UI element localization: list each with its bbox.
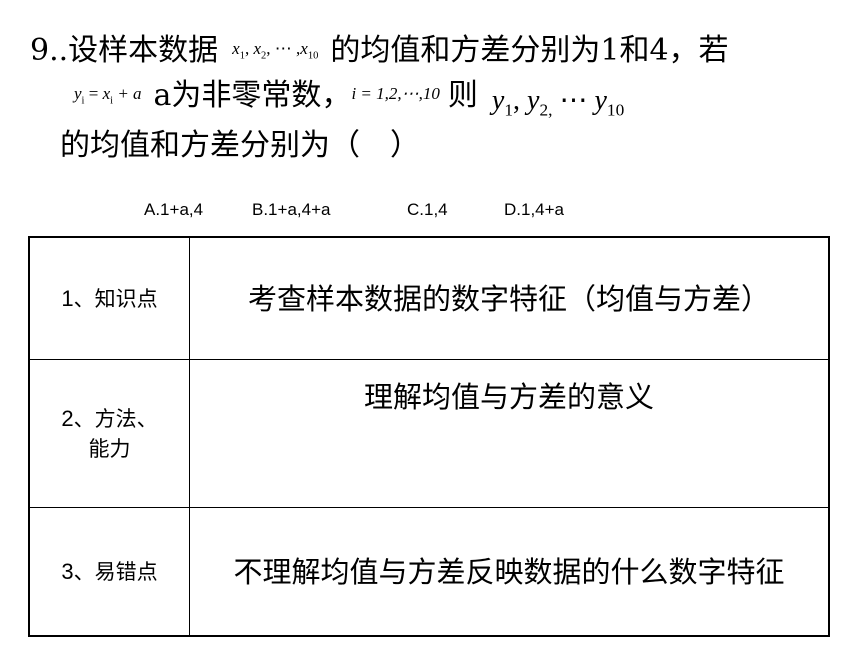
row-label-method: 2、方法、能力 — [28, 359, 190, 508]
table-row: 2、方法、能力 理解均值与方差的意义 — [28, 359, 830, 508]
row-label-pitfall: 3、易错点 — [28, 507, 190, 637]
table-row: 3、易错点 不理解均值与方差反映数据的什么数字特征 — [28, 507, 830, 637]
question-suffix: 的均值和方差分别为1和4，若 — [330, 33, 729, 68]
row-label-knowledge: 1、知识点 — [28, 236, 190, 360]
constant-a-text: a为非零常数， — [153, 78, 352, 113]
row-content-knowledge: 考查样本数据的数字特征（均值与方差） — [189, 236, 830, 360]
transform-formula: yi = xi + a — [74, 84, 142, 107]
then-text: 则 — [447, 78, 478, 113]
option-c[interactable]: C.1,4 — [407, 200, 448, 219]
question-line-2: yi = xi + a a为非零常数，i = 1,2,⋯,10 则 y1, y2, ⋯… — [60, 76, 624, 129]
row-content-method: 理解均值与方差的意义 — [189, 359, 830, 508]
analysis-table: 1、知识点 考查样本数据的数字特征（均值与方差） 2、方法、能力 理解均值与方差… — [28, 236, 830, 637]
sample-data-formula: x1, x2, ⋯ ,x10 — [232, 39, 319, 62]
question-line-3: 的均值和方差分别为（ ） — [60, 128, 420, 163]
option-d[interactable]: D.1,4+a — [504, 200, 565, 219]
question-prefix: 9..设样本数据 — [30, 33, 219, 68]
row-content-pitfall: 不理解均值与方差反映数据的什么数字特征 — [189, 507, 830, 637]
question-line-1: 9..设样本数据 x1, x2, ⋯ ,x10 的均值和方差分别为1和4，若 — [30, 31, 729, 74]
index-formula: i = 1,2,⋯,10 — [351, 84, 440, 103]
option-b[interactable]: B.1+a,4+a — [252, 200, 331, 219]
table-row: 1、知识点 考查样本数据的数字特征（均值与方差） — [28, 236, 830, 360]
option-a[interactable]: A.1+a,4 — [144, 200, 204, 219]
y-sequence-formula: y1, y2, ⋯ y10 — [491, 85, 625, 120]
